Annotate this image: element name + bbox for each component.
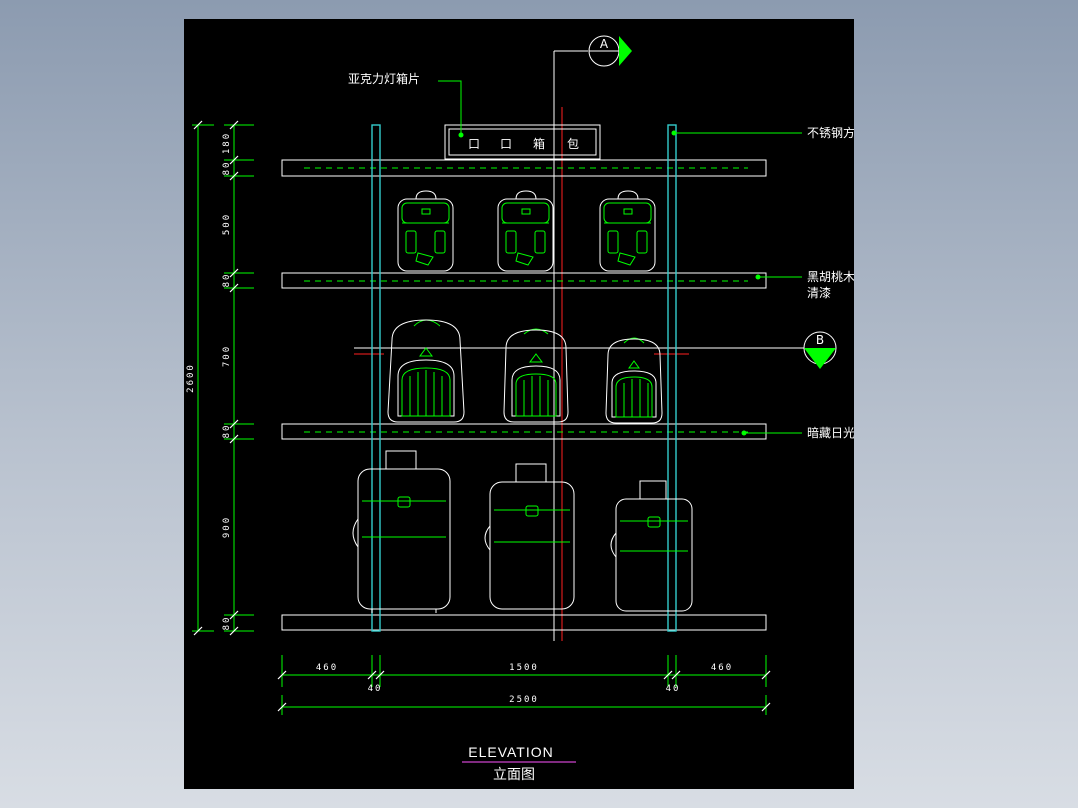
title-en: ELEVATION xyxy=(468,744,554,760)
dim-h-40-right: 40 xyxy=(666,684,681,694)
stainless-post-left xyxy=(371,124,381,632)
suitcase-small xyxy=(610,480,693,612)
label-hidden-light: 暗藏日光灯带 xyxy=(807,425,854,440)
backpack-small-2 xyxy=(497,190,554,272)
dimension-vertical-total: 2600 xyxy=(186,120,214,636)
label-stainless-tube: 不锈钢方管 xyxy=(807,125,854,140)
sign-char-4: 包 xyxy=(567,137,579,151)
acrylic-lightbox-sign: 口 口 箱 包 xyxy=(444,124,601,160)
label-acrylic-lightbox: 亚克力灯箱片 xyxy=(348,71,420,86)
dim-v-80-d: 80 xyxy=(222,616,232,631)
dim-v-80-b: 80 xyxy=(222,273,232,288)
shelf-bottom xyxy=(281,614,767,631)
shelf-top xyxy=(281,159,767,177)
dim-h-460-left: 460 xyxy=(316,663,338,673)
shelf-2 xyxy=(281,272,767,289)
callout-stainless: 不锈钢方管 xyxy=(671,125,854,140)
backpack-large-1 xyxy=(387,319,465,423)
cad-drawing-canvas: A B 口 口 箱 包 xyxy=(184,19,854,789)
backpack-small-1 xyxy=(397,190,454,272)
dim-h-40-left: 40 xyxy=(368,684,383,694)
dim-v-700: 700 xyxy=(222,345,232,367)
dim-v-2600: 2600 xyxy=(186,363,196,393)
dim-h-460-right: 460 xyxy=(711,663,733,673)
section-b-label: B xyxy=(816,333,824,347)
dim-v-500: 500 xyxy=(222,213,232,235)
dimension-vertical-detail: 180 80 500 80 700 80 900 80 xyxy=(222,120,254,636)
backpack-small-3 xyxy=(599,190,656,272)
dim-v-900: 900 xyxy=(222,516,232,538)
dim-v-80-c: 80 xyxy=(222,424,232,439)
label-walnut-line2: 清漆 xyxy=(807,286,831,300)
sign-char-2: 口 xyxy=(500,137,512,151)
stainless-post-right xyxy=(667,124,677,632)
dim-h-1500: 1500 xyxy=(509,663,539,673)
backpack-large-3 xyxy=(605,337,663,424)
callout-acrylic: 亚克力灯箱片 xyxy=(348,71,464,138)
sign-char-1: 口 xyxy=(468,137,480,151)
drawing-title: ELEVATION 立面图 xyxy=(462,744,576,783)
dimension-horizontal-total: 2500 xyxy=(277,695,771,715)
dim-v-180: 180 xyxy=(222,132,232,154)
shelf-3 xyxy=(281,423,767,440)
dimension-horizontal-detail: 460 1500 460 40 40 xyxy=(277,655,771,694)
elevation-drawing: A B 口 口 箱 包 xyxy=(186,35,854,783)
section-marker-b: B xyxy=(354,331,837,369)
callout-walnut: 黑胡桃木夹板 清漆 xyxy=(755,269,854,300)
dim-h-2500: 2500 xyxy=(509,695,539,705)
label-walnut-line1: 黑胡桃木夹板 xyxy=(807,269,854,284)
dim-v-80-a: 80 xyxy=(222,161,232,176)
title-zh: 立面图 xyxy=(493,767,535,783)
suitcase-large xyxy=(352,450,451,613)
section-marker-a: A xyxy=(553,35,632,641)
suitcase-medium xyxy=(484,463,575,610)
section-a-label: A xyxy=(600,37,609,51)
callout-hidden-light: 暗藏日光灯带 xyxy=(741,425,854,440)
sign-char-3: 箱 xyxy=(533,136,545,151)
backpack-large-2 xyxy=(503,328,569,423)
